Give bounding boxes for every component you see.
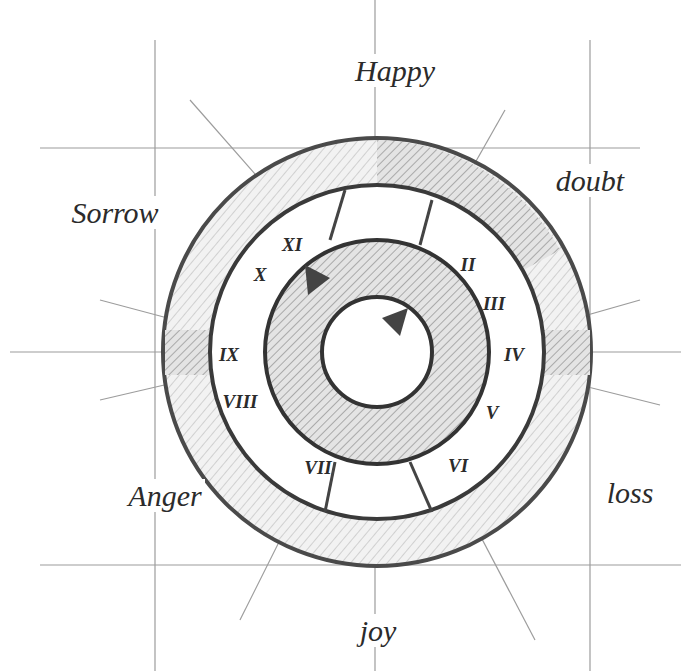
hour-numeral: X	[251, 265, 270, 286]
emotion-label: doubt	[553, 164, 627, 197]
emotion-label: loss	[604, 476, 657, 509]
hour-numeral: IV	[501, 345, 527, 366]
hour-numeral: VIII	[220, 392, 261, 413]
hour-numeral: VII	[301, 458, 334, 479]
hour-numeral: IX	[216, 345, 242, 366]
emotion-label: Sorrow	[68, 196, 161, 229]
emotion-label: joy	[357, 614, 400, 647]
hour-numeral: III	[480, 294, 508, 315]
hour-numeral: V	[483, 403, 502, 424]
hour-numeral: VI	[445, 456, 471, 477]
emotion-label: Happy	[352, 54, 438, 87]
emotion-label: Anger	[125, 479, 204, 512]
hour-numeral: II	[458, 255, 479, 276]
hour-numeral: XI	[279, 235, 305, 256]
